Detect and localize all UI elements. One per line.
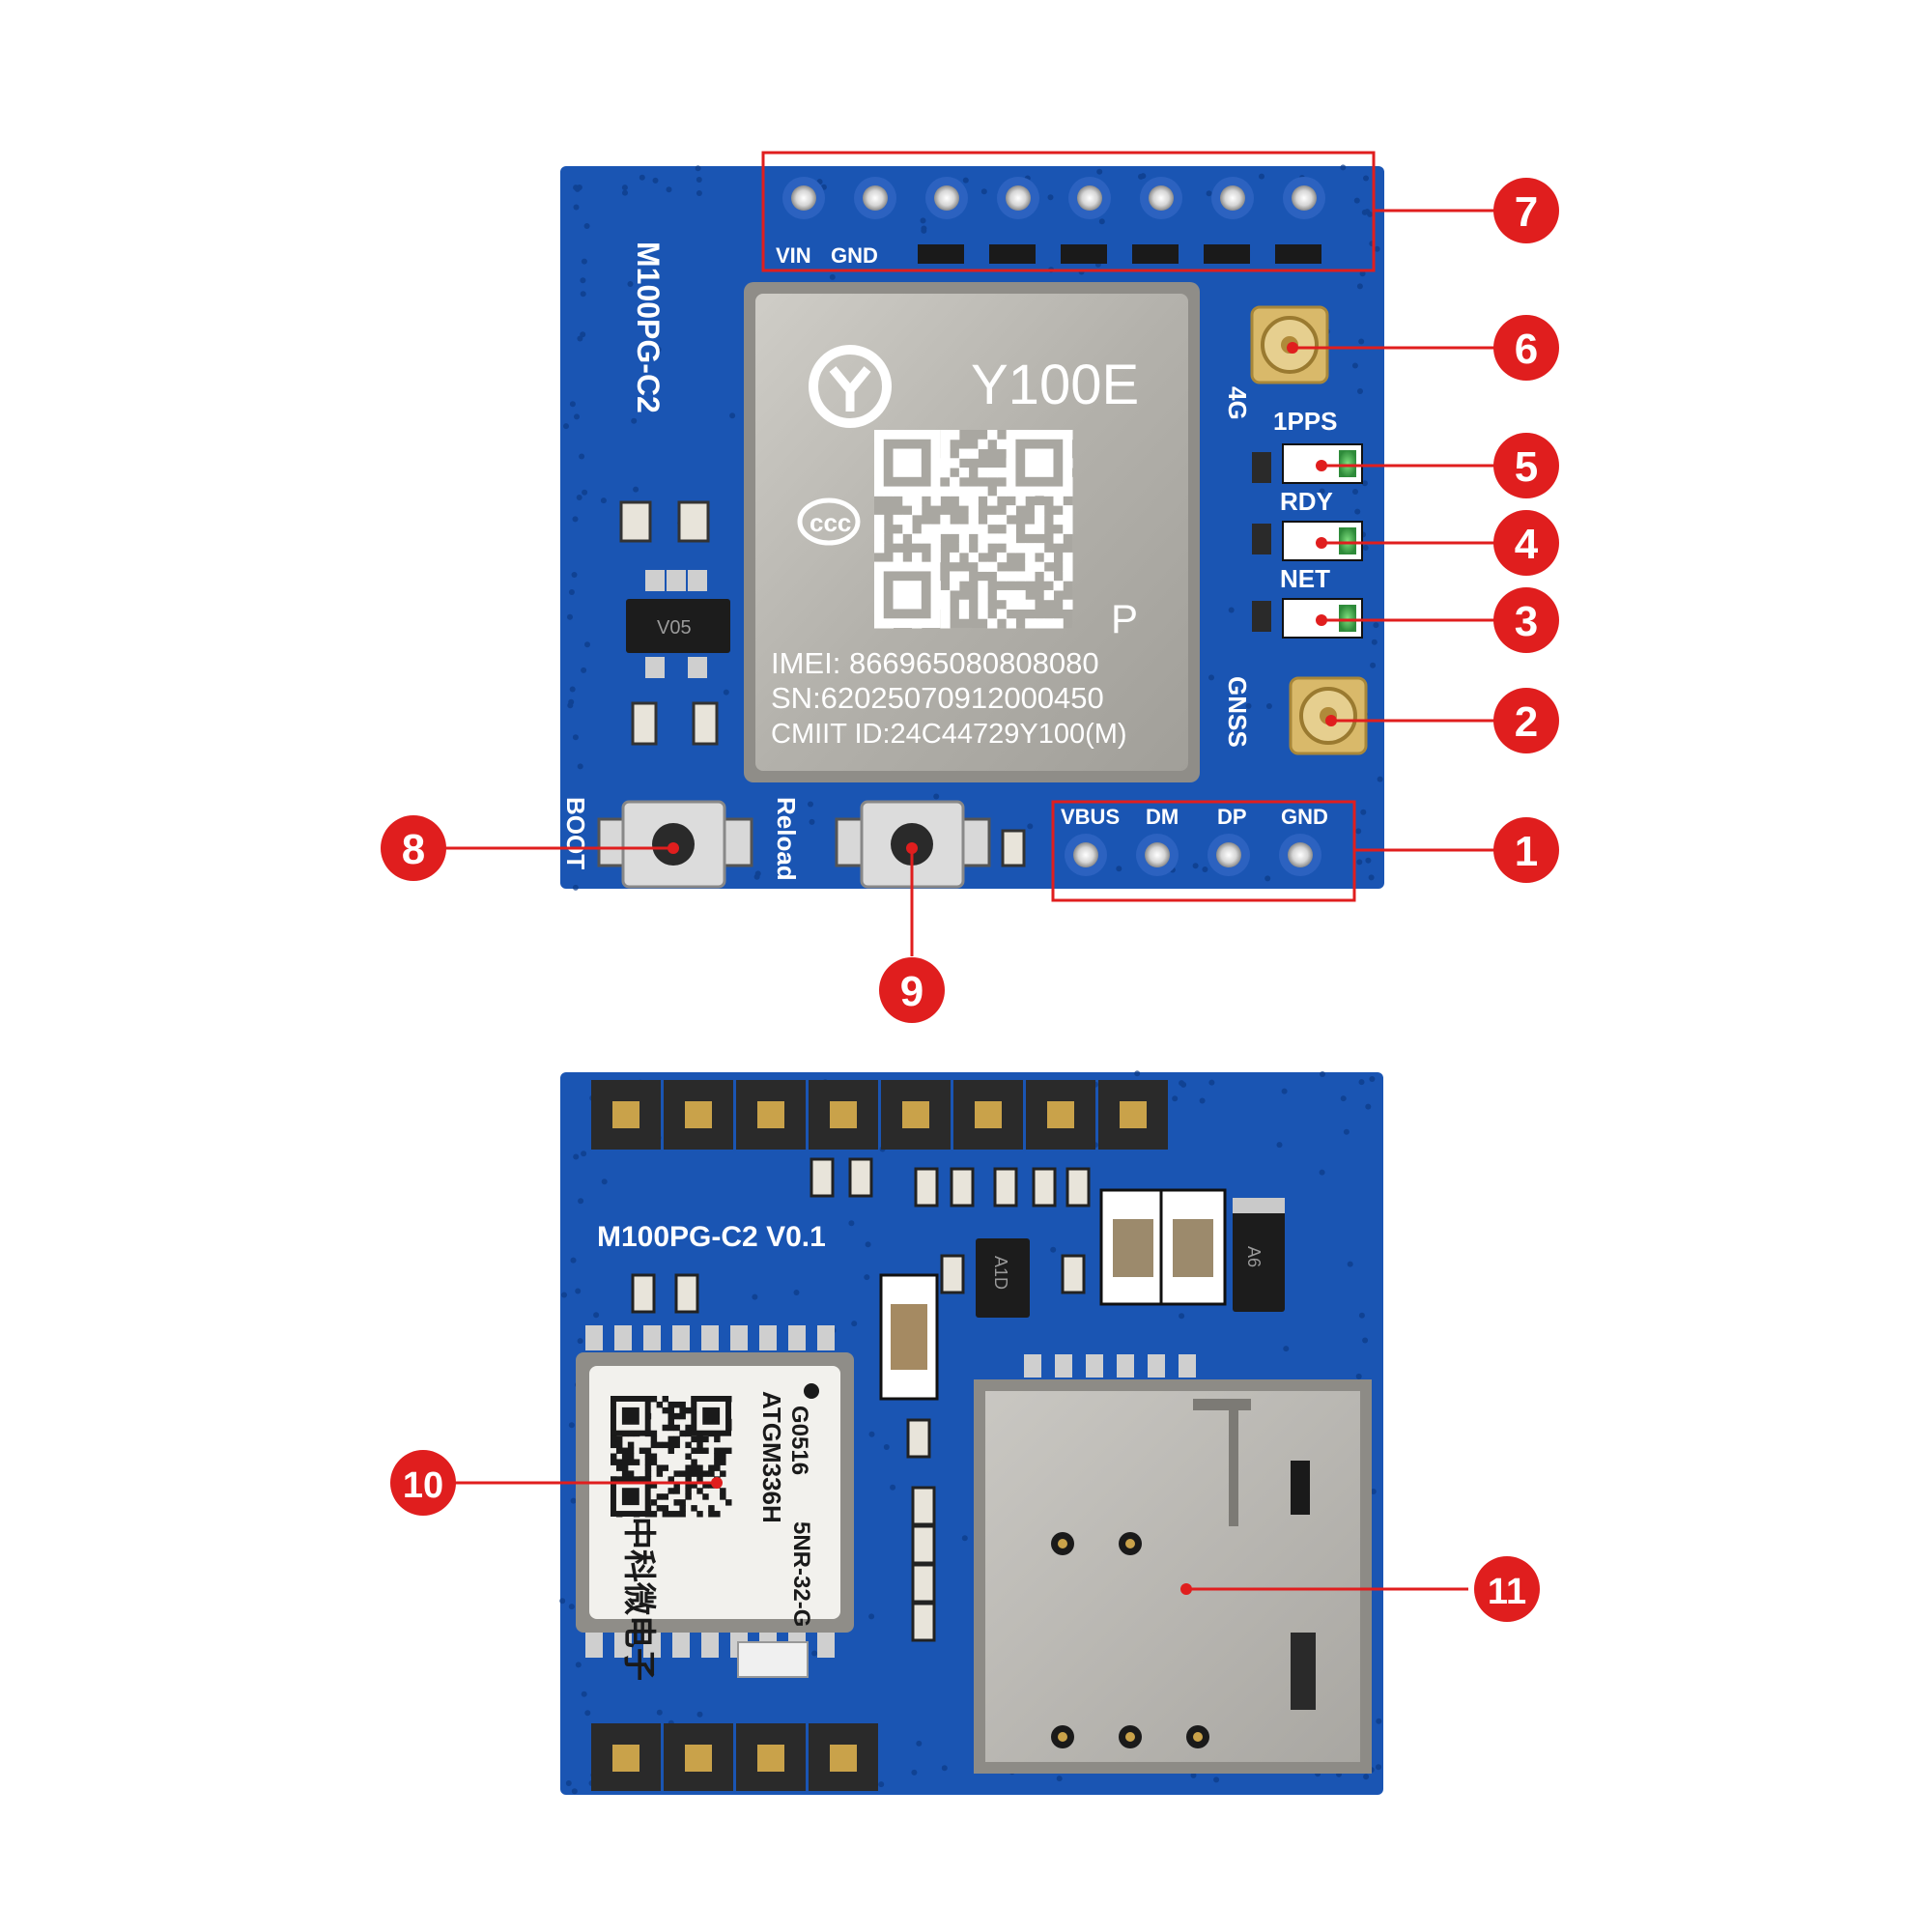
svg-text:2: 2 [1515, 698, 1538, 746]
callout-badge-2: 2 [1493, 688, 1559, 753]
gps-qr-code [611, 1396, 732, 1518]
antenna-gnss-label: GNSS [1223, 676, 1252, 748]
back-inductors [1099, 1188, 1227, 1306]
svg-text:4: 4 [1515, 521, 1539, 568]
svg-text:3: 3 [1515, 598, 1538, 645]
svg-text:11: 11 [1488, 1572, 1526, 1612]
callout-badge-11: 11 [1474, 1556, 1540, 1622]
bottom-header-label-dp: DP [1217, 805, 1247, 829]
gps-model: ATGM336H [757, 1391, 786, 1523]
gps-code: G0516 [786, 1406, 812, 1475]
module-brand: Y100E [971, 354, 1139, 416]
led-net-label: NET [1280, 564, 1330, 593]
module-qr-code [874, 430, 1073, 629]
bottom-header-label-gnd: GND [1281, 805, 1328, 829]
front-board-name: M100PG-C2 [631, 242, 666, 413]
back-diode-label: A6 [1244, 1246, 1264, 1267]
back-small-connector [737, 1641, 809, 1678]
svg-text:9: 9 [900, 968, 923, 1015]
callout-lines [444, 151, 1499, 1591]
svg-text:1: 1 [1515, 828, 1538, 875]
callout-badge-3: 3 [1493, 587, 1559, 653]
top-pin-header [782, 177, 1325, 264]
module-p-mark: P [1111, 596, 1138, 641]
callout-badge-5: 5 [1493, 433, 1559, 498]
back-regulator-label: A1D [991, 1256, 1010, 1290]
module-imei: IMEI: 866965080808080 [771, 646, 1099, 680]
gps-maker: 中科微电子 [620, 1517, 657, 1681]
callout-badge-7: 7 [1493, 178, 1559, 243]
svg-text:7: 7 [1515, 188, 1538, 236]
reload-button-label: Reload [772, 797, 801, 881]
boot-button-label: BOOT [561, 797, 590, 869]
callout-badge-9: 9 [879, 957, 945, 1023]
reload-button[interactable] [835, 800, 991, 889]
back-diode: A6 [1233, 1198, 1285, 1312]
svg-text:5: 5 [1515, 443, 1538, 491]
led-net [1252, 598, 1363, 639]
back-board: M100PG-C2 V0.1 A1D A6 [559, 1070, 1383, 1795]
callout-badge-8: 8 [381, 815, 446, 881]
back-bottom-header [591, 1723, 878, 1791]
front-small-resistor [1001, 829, 1026, 867]
back-top-header [591, 1080, 1168, 1150]
callout-badges: 7 6 5 4 3 2 1 8 9 10 11 [381, 178, 1559, 1622]
bottom-header-label-dm: DM [1146, 805, 1179, 829]
top-header-label-gnd: GND [831, 243, 878, 268]
gps-part: 5NR-32-G [788, 1521, 814, 1627]
sim-card-holder [974, 1379, 1372, 1774]
callout-badge-6: 6 [1493, 315, 1559, 381]
front-regulator: V05 [619, 500, 730, 746]
gps-module: ATGM336H G0516 5NR-32-G 中科微电子 [576, 1352, 854, 1681]
callout-badge-4: 4 [1493, 510, 1559, 576]
svg-text:8: 8 [402, 826, 425, 873]
sim-card-pads [1051, 1532, 1209, 1748]
led-rdy-label: RDY [1280, 487, 1333, 516]
callout-endpoints [668, 342, 1337, 1595]
back-tantalum-cap [879, 1273, 939, 1401]
svg-text:6: 6 [1515, 326, 1538, 373]
callout-badge-1: 1 [1493, 817, 1559, 883]
module-sn: SN:62025070912000450 [771, 681, 1104, 715]
module-logo [809, 345, 892, 428]
back-regulator: A1D [976, 1238, 1030, 1318]
back-passives [585, 1157, 1196, 1658]
front-board: M100PG-C2 VIN GND Y100E ccc P IMEI: 8669… [560, 164, 1384, 891]
svg-text:10: 10 [403, 1465, 443, 1506]
ccc-mark-icon: ccc [797, 497, 861, 546]
top-header-label-vin: VIN [776, 243, 811, 268]
led-rdy [1252, 521, 1363, 561]
bottom-header-label-vbus: VBUS [1061, 805, 1120, 829]
svg-text:ccc: ccc [810, 508, 851, 537]
back-board-name: M100PG-C2 V0.1 [597, 1221, 826, 1253]
antenna-4g-label: 4G [1223, 386, 1252, 420]
led-1pps-label: 1PPS [1273, 407, 1338, 436]
bottom-pin-header [1065, 834, 1321, 876]
callout-badge-10: 10 [390, 1450, 456, 1516]
front-regulator-label: V05 [657, 617, 692, 639]
y100e-module: Y100E ccc P IMEI: 866965080808080 SN:620… [744, 282, 1200, 782]
module-cmiit: CMIIT ID:24C44729Y100(M) [771, 719, 1127, 750]
